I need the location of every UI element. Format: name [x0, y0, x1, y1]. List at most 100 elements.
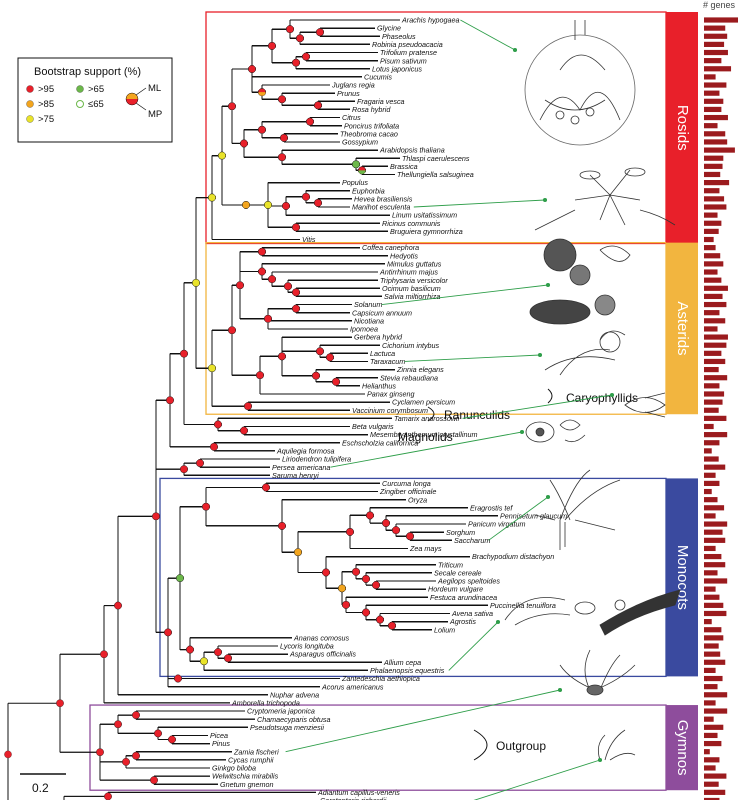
- legend-item-label: >95: [38, 84, 54, 95]
- gene-count-bar: [704, 123, 718, 129]
- support-node: [322, 568, 330, 577]
- taxon-welwitschia-mirabilis: Welwitschia mirabilis: [212, 772, 279, 781]
- pointer-arrow: [460, 19, 516, 51]
- support-node: [292, 304, 300, 313]
- support-node: [406, 532, 414, 541]
- gene-count-bar: [704, 334, 728, 340]
- gene-count-bar: [704, 261, 724, 267]
- taxon-persea-americana: Persea americana: [272, 463, 330, 472]
- taxon-ipomoea: Ipomoea: [350, 325, 378, 334]
- support-node: [174, 674, 182, 683]
- support-node: [292, 223, 300, 232]
- gymnos-label: Gymnos: [674, 720, 691, 776]
- support-node: [154, 729, 162, 738]
- legend-item: >85: [26, 99, 54, 110]
- legend-title: Bootstrap support (%): [34, 66, 141, 78]
- support-node: [258, 247, 266, 256]
- plant-illustration-peanut: [524, 20, 636, 146]
- monocots-bar: [666, 478, 698, 677]
- taxon-cyclamen-persicum: Cyclamen persicum: [392, 398, 455, 407]
- taxon-populus: Populus: [342, 178, 368, 187]
- plant-illustration-cassava: [534, 167, 676, 231]
- gene-count-bar: [704, 318, 726, 324]
- taxon-pennisetum-glaucum: Pennisetum glaucum: [500, 512, 567, 521]
- taxon-nicotiana: Nicotiana: [354, 316, 384, 325]
- pointer-arrow-head: [537, 352, 543, 358]
- gene-count-bar: [704, 350, 722, 356]
- gene-count-bar: [704, 423, 714, 430]
- pointer-arrow: [381, 284, 549, 305]
- support-node: [104, 792, 112, 800]
- gene-count-bar: [704, 33, 728, 39]
- gene-count-bar: [704, 521, 728, 527]
- pointer-arrow: [448, 621, 499, 671]
- gene-count-bar: [704, 765, 716, 771]
- taxon-hordeum-vulgare: Hordeum vulgare: [428, 585, 483, 594]
- gene-count-bar: [704, 667, 716, 673]
- gene-count-bar: [704, 643, 719, 649]
- gene-count-bar: [704, 171, 721, 178]
- taxon-mimulus-guttatus: Mimulus guttatus: [387, 260, 442, 269]
- taxon-lotus-japonicus: Lotus japonicus: [372, 64, 422, 73]
- legend-item: ≤65: [76, 99, 104, 110]
- legend-item-label: >75: [38, 114, 54, 125]
- taxon-zamia-fischeri: Zamia fischeri: [233, 747, 279, 756]
- pointer-arrow: [462, 394, 613, 419]
- pointer-arrow: [330, 431, 523, 468]
- gene-count-bar: [704, 700, 716, 706]
- gene-count-bar: [704, 570, 718, 576]
- pointer-arrow-head: [519, 429, 525, 435]
- pointer-arrow: [413, 199, 546, 208]
- gene-count-bar: [704, 724, 724, 730]
- taxon-zinnia-elegans: Zinnia elegans: [396, 365, 444, 374]
- support-node: [358, 166, 366, 175]
- support-node: [366, 511, 374, 520]
- support-node: [240, 139, 248, 148]
- gene-count-bar: [704, 106, 722, 113]
- taxon-hevea-brasiliensis: Hevea brasiliensis: [354, 194, 413, 203]
- rosids-label: Rosids: [674, 105, 691, 151]
- taxon-cycas-rumphii: Cycas rumphii: [228, 755, 274, 764]
- support-node: [256, 371, 264, 379]
- plant-illustration-magnolia: [525, 419, 586, 443]
- gene-count-bar: [704, 635, 724, 641]
- rosids-bar: [666, 12, 698, 244]
- gene-count-bar: [704, 692, 728, 698]
- gene-count-bar: [704, 537, 726, 543]
- taxon-avena-sativa: Avena sativa: [451, 609, 493, 618]
- taxon-mesembryanthemum-crystallinum: Mesembryanthemum crystallinum: [370, 430, 477, 439]
- support-node: [258, 126, 266, 134]
- genes-header: # genes: [703, 0, 736, 10]
- taxon-arachis-hypogaea: Arachis hypogaea: [401, 16, 460, 25]
- support-node: [388, 621, 396, 630]
- taxon-prunus: Prunus: [337, 89, 360, 98]
- taxon-rosa-hybrid: Rosa hybrid: [352, 105, 391, 114]
- support-node: [362, 575, 370, 583]
- taxon-ricinus-communis: Ricinus communis: [382, 219, 441, 228]
- legend-item-label: >65: [88, 84, 104, 95]
- support-node: [312, 371, 320, 380]
- gene-count-bar: [704, 74, 716, 80]
- support-node: [122, 758, 130, 766]
- support-node: [282, 202, 290, 210]
- pointer-arrow-head: [597, 757, 603, 763]
- taxon-pisum-sativum: Pisum sativum: [380, 56, 427, 65]
- plant-illustration-beta: [624, 392, 666, 418]
- taxon-trifolium-pratense: Trifolium pratense: [380, 48, 437, 57]
- taxon-robinia-pseudoacacia: Robinia pseudoacacia: [372, 40, 443, 49]
- support-node: [214, 420, 222, 429]
- taxon-pinus: Pinus: [212, 739, 230, 748]
- taxon-ceratopteris-richardii: Ceratopteris richardii: [320, 796, 387, 800]
- taxon-eragrostis-tef: Eragrostis tef: [470, 503, 513, 512]
- gene-count-bar: [704, 513, 716, 519]
- support-node: [218, 151, 226, 160]
- gene-count-bar: [704, 675, 723, 682]
- taxon-gerbera-hybrid: Gerbera hybrid: [354, 333, 403, 342]
- taxon-curcuma-longa: Curcuma longa: [382, 479, 431, 488]
- gene-count-bar: [704, 480, 720, 487]
- taxon-eschscholzia-californica: Eschscholzia californica: [342, 438, 418, 447]
- support-node: [286, 25, 294, 33]
- gene-count-bar: [704, 285, 728, 291]
- pointer-arrow-head: [542, 197, 548, 203]
- support-node: [302, 52, 310, 61]
